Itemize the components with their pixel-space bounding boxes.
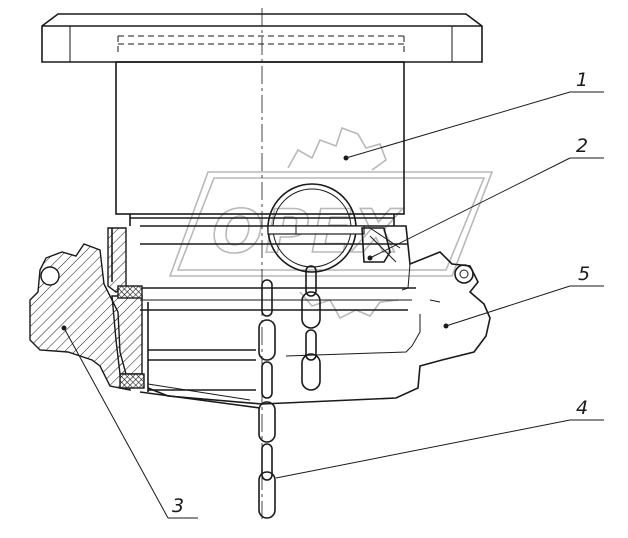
callout-3: 3 (61, 325, 198, 519)
left-section (29, 227, 145, 391)
callout-2-label: 2 (576, 135, 588, 157)
pull-ring (267, 183, 365, 273)
callout-5: 5 (443, 263, 604, 329)
watermark-gear-icon (287, 126, 399, 320)
callout-1-label: 1 (576, 69, 588, 91)
coupling-housing (139, 225, 491, 409)
chain-right (301, 265, 321, 391)
watermark-parallelogram (168, 171, 494, 277)
callout-2: 2 (367, 135, 604, 261)
callout-3-label: 3 (172, 495, 184, 517)
latch-lever (361, 227, 391, 263)
watermark: OPEX (168, 126, 494, 320)
callout-4-label: 4 (576, 397, 588, 419)
callout-1: 1 (343, 69, 604, 161)
callout-5-label: 5 (578, 263, 590, 285)
chain-left (258, 279, 276, 519)
seal-ring-upper (117, 285, 143, 299)
seal-ring-lower (119, 373, 145, 389)
watermark-parallelogram-inner (176, 177, 486, 271)
callout-4: 4 (275, 397, 604, 479)
